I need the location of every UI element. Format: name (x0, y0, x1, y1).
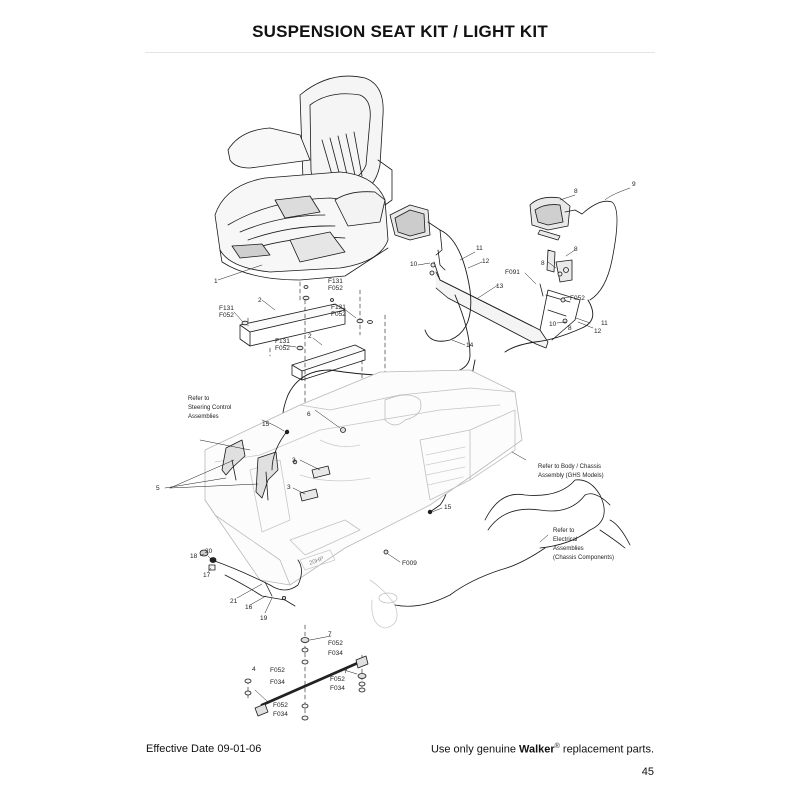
callout-f131-c: F131 (331, 304, 346, 311)
ref-steering-line2: Steering Control (188, 405, 231, 411)
callout-20: 20 (205, 548, 213, 555)
seat-rail-lower (291, 344, 366, 381)
callout-f052-c: F052 (331, 311, 346, 318)
ref-electrical-line3: Assemblies (553, 546, 584, 552)
rail-hardware (241, 285, 373, 351)
chassis-badge: 20HP (309, 556, 325, 567)
ref-electrical-line1: Refer to (553, 528, 575, 534)
callout-f034-d: F034 (273, 711, 288, 718)
callout-7-lower: 7 (344, 668, 348, 675)
leader-lines (164, 187, 631, 703)
callout-f131-d: F131 (275, 338, 290, 345)
seat-rail-upper (239, 303, 346, 347)
callout-2-lower: 2 (308, 333, 312, 340)
effective-date: Effective Date 09-01-06 (146, 743, 262, 755)
callout-f052-g: F052 (330, 676, 345, 683)
light-switch (199, 549, 217, 571)
callout-f052-i: F052 (273, 702, 288, 709)
callout-15-right: 15 (444, 504, 452, 511)
callout-11-left: 11 (476, 245, 483, 252)
light-bar (433, 249, 581, 349)
callout-5: 5 (156, 485, 160, 492)
light-hardware (429, 229, 573, 324)
callout-12-left: 12 (482, 258, 490, 265)
callout-labels: 1 2 2 F131 F052 F131 F052 F131 F052 F131… (156, 181, 636, 718)
callout-8-mid: 8 (541, 260, 545, 267)
callout-18: 18 (190, 553, 198, 560)
ref-body-line2: Assembly (GHS Models) (538, 473, 604, 479)
ref-body-line1: Refer to Body / Chassis (538, 464, 601, 470)
callout-13: 13 (496, 283, 504, 290)
callout-16: 16 (245, 604, 253, 611)
ref-steering-line3: Assemblies (188, 414, 219, 420)
chassis-wiring (394, 479, 631, 607)
footer-brand: Walker (519, 743, 555, 756)
callout-f034-b: F034 (330, 685, 345, 692)
callout-3-lower: 3 (287, 484, 291, 491)
callout-8-top: 8 (574, 188, 578, 195)
page-title: SUSPENSION SEAT KIT / LIGHT KIT (252, 22, 548, 41)
callout-f034-a: F034 (328, 650, 343, 657)
callout-17: 17 (203, 572, 211, 579)
callout-f131-b: F131 (219, 305, 234, 312)
callout-19: 19 (260, 615, 268, 622)
callout-21: 21 (230, 598, 238, 605)
callout-6: 6 (307, 411, 311, 418)
callout-f009: F009 (402, 560, 417, 567)
callout-1: 1 (214, 278, 218, 285)
callout-14: 14 (466, 342, 474, 349)
footer-note: Use only genuine Walker® replacement par… (431, 743, 654, 756)
ref-electrical-line2: Electrical (553, 537, 577, 543)
title-divider (145, 52, 655, 53)
callout-2-upper: 2 (258, 297, 262, 304)
battery-cable (254, 655, 369, 717)
callout-11-right: 11 (601, 320, 608, 327)
reference-notes: Refer to Steering Control Assemblies Ref… (188, 396, 614, 561)
callout-f091: F091 (505, 269, 520, 276)
callout-3-upper: 3 (292, 457, 296, 464)
seat-platform-hardware (292, 459, 331, 502)
footer-prefix: Use only genuine (430, 743, 519, 756)
callout-12-right: 12 (594, 328, 602, 335)
callout-10-left: 10 (410, 261, 418, 268)
callout-f052-h: F052 (270, 667, 285, 674)
callout-8-lower: 8 (568, 325, 572, 332)
callout-f052-d: F052 (275, 345, 290, 352)
light-right (529, 196, 618, 301)
callout-10-right: 10 (549, 321, 557, 328)
light-left (389, 204, 443, 256)
callout-f052-e: F052 (570, 295, 585, 302)
callout-7-upper: 7 (328, 631, 332, 638)
ref-steering-line1: Refer to (188, 396, 210, 402)
callout-f034-c: F034 (270, 679, 285, 686)
ref-electrical-line4: (Chassis Components) (553, 555, 614, 561)
callout-8-upper-right: 8 (574, 246, 578, 253)
callout-f131-a: F131 (328, 278, 343, 285)
footer-suffix: replacement parts. (559, 743, 654, 756)
callout-f052-f: F052 (328, 640, 343, 647)
callout-4: 4 (252, 666, 256, 673)
callout-f052-b: F052 (219, 312, 234, 319)
suspension-seat (214, 75, 393, 281)
footer-registered-mark: ® (554, 743, 560, 750)
callout-f052-a: F052 (328, 285, 343, 292)
callout-9: 9 (632, 181, 636, 188)
cable-hardware (244, 298, 433, 721)
callout-15-left: 15 (262, 421, 270, 428)
page-number: 45 (641, 766, 654, 778)
